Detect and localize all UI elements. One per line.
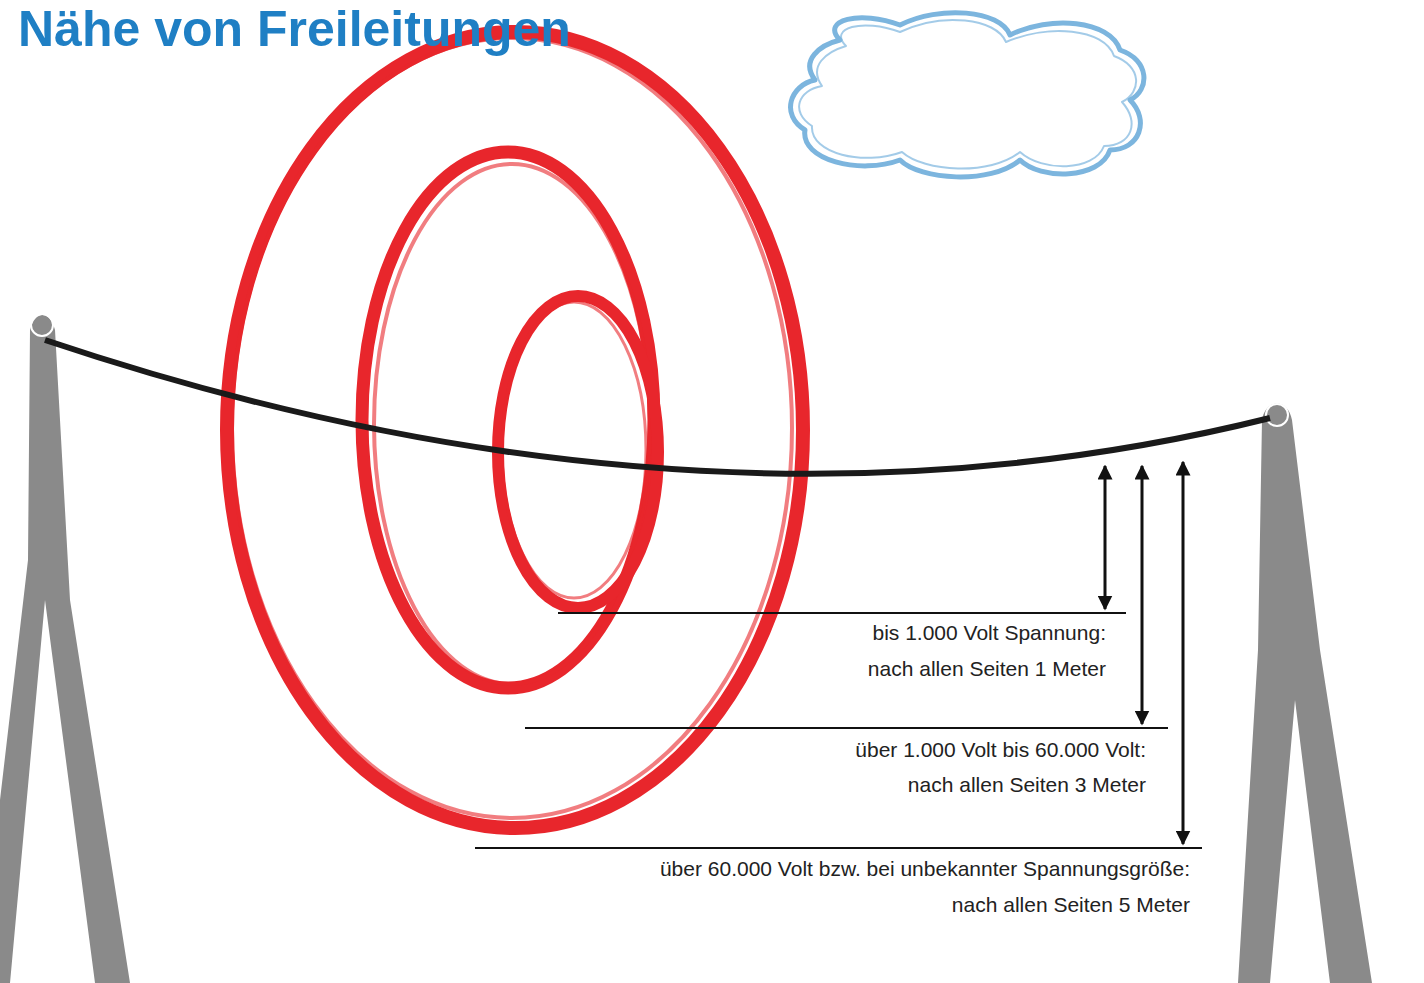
distance-note: bis 1.000 Volt Spannung:: [870, 620, 1108, 645]
cloud: [791, 13, 1144, 177]
distance-note: nach allen Seiten 1 Meter: [866, 656, 1108, 681]
pole: [0, 314, 1372, 983]
distance-note: nach allen Seiten 5 Meter: [950, 892, 1192, 917]
distance-note: über 1.000 Volt bis 60.000 Volt:: [853, 737, 1148, 762]
distance-line: [475, 613, 1202, 848]
power-line: [45, 340, 1270, 474]
danger-zone-rings: [227, 32, 803, 828]
page-title: Nähe von Freileitungen: [18, 2, 571, 57]
distance-note: über 60.000 Volt bzw. bei unbekannter Sp…: [658, 856, 1192, 881]
distance-note: nach allen Seiten 3 Meter: [906, 772, 1148, 797]
